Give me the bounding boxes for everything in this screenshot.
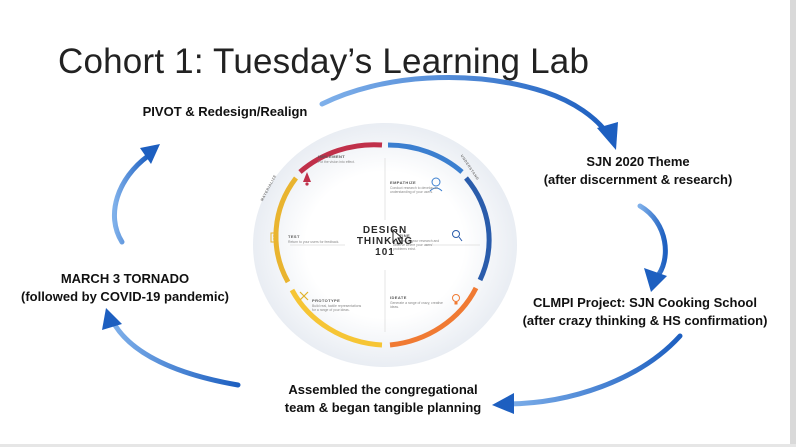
dt-line-2: THINKING: [356, 236, 414, 247]
team-line-1: Assembled the congregational: [288, 382, 478, 397]
step-test-title: TEST: [288, 234, 300, 239]
step-test: TEST Return to your users for feedback.: [288, 234, 342, 244]
segment-test: [273, 176, 298, 284]
step-ideate-title: IDEATE: [390, 295, 407, 300]
lightbulb-icon: [452, 294, 460, 305]
arrowhead-team: [492, 393, 514, 414]
step-empathize-desc: Conduct research to develop an understan…: [390, 186, 439, 195]
rocket-icon: [303, 172, 311, 186]
team-line-2: team & began tangible planning: [284, 400, 482, 415]
user-icon: [429, 177, 443, 192]
step-test-desc: Return to your users for feedback.: [288, 240, 340, 244]
mouse-cursor-icon: [392, 229, 404, 245]
arrow-clmpi-to-team: [502, 333, 683, 407]
label-march-tornado: MARCH 3 TORNADO (followed by COVID-19 pa…: [10, 270, 240, 306]
label-pivot: PIVOT & Redesign/Realign: [130, 103, 320, 121]
arrow-pivot-to-theme: [319, 75, 610, 136]
segment-implement: [298, 142, 383, 174]
arrowhead-theme: [597, 122, 618, 150]
step-ideate-desc: Generate a range of crazy, creative idea…: [390, 301, 443, 310]
design-thinking-ring: [253, 123, 517, 367]
checklist-icon: [270, 232, 279, 243]
label-congregational-team: Assembled the congregational team & bega…: [268, 381, 498, 417]
pivot-text: PIVOT & Redesign/Realign: [142, 104, 308, 119]
step-define-desc: Combine all your research and observe wh…: [393, 239, 440, 252]
step-prototype-title: PROTOTYPE: [312, 298, 341, 303]
segment-ideate: [389, 286, 479, 348]
step-implement: IMPLEMENT Put the vision into effect.: [318, 154, 372, 164]
step-empathize-title: EMPATHIZE: [390, 180, 417, 185]
design-thinking-graphic: MATERIALIZE UNDERSTAND IMPLEMENT Put the…: [250, 120, 520, 370]
segment-empathize: [387, 142, 464, 174]
step-implement-title: IMPLEMENT: [318, 154, 346, 159]
step-prototype: PROTOTYPE Build real, tactile representa…: [312, 298, 366, 312]
step-define: DEFINE Combine all your research and obs…: [393, 233, 447, 252]
label-clmpi-project: CLMPI Project: SJN Cooking School (after…: [505, 294, 785, 330]
dt-line-1: DESIGN: [362, 225, 408, 236]
search-icon: [452, 230, 463, 242]
segment-prototype: [289, 288, 383, 348]
tornado-line-1: MARCH 3 TORNADO: [60, 271, 190, 286]
step-define-title: DEFINE: [393, 233, 411, 238]
tools-icon: [299, 291, 309, 301]
label-sjn-theme: SJN 2020 Theme (after discernment & rese…: [528, 153, 748, 189]
window-edge-right: [790, 0, 796, 447]
theme-line-2: (after discernment & research): [543, 172, 733, 187]
tornado-line-2: (followed by COVID-19 pandemic): [20, 289, 230, 304]
clmpi-line-2: (after crazy thinking & HS confirmation): [522, 313, 768, 328]
arrow-team-to-tornado: [109, 317, 241, 388]
dt-line-3: 101: [375, 247, 395, 258]
arrow-theme-to-clmpi: [637, 203, 668, 281]
arrowhead-tornado: [102, 308, 122, 330]
arrow-tornado-to-pivot: [112, 153, 151, 245]
step-prototype-desc: Build real, tactile representations for …: [312, 304, 362, 313]
step-implement-desc: Put the vision into effect.: [318, 160, 355, 164]
design-thinking-title: DESIGN THINKING 101: [330, 225, 440, 258]
slide-title: Cohort 1: Tuesday’s Learning Lab: [58, 42, 590, 81]
arrowhead-pivot: [140, 144, 160, 164]
clmpi-line-1: CLMPI Project: SJN Cooking School: [533, 295, 757, 310]
segment-define: [464, 176, 492, 282]
theme-line-1: SJN 2020 Theme: [586, 154, 690, 169]
window-edge-bottom: [0, 444, 796, 447]
arrowhead-clmpi: [644, 268, 667, 292]
step-empathize: EMPATHIZE Conduct research to develop an…: [390, 180, 444, 194]
step-ideate: IDEATE Generate a range of crazy, creati…: [390, 295, 444, 309]
